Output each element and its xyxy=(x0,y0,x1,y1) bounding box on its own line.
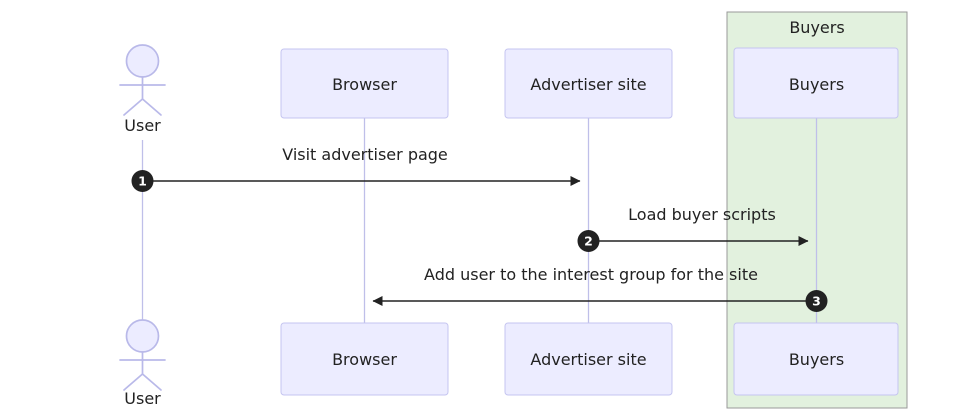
sequence-number: 1 xyxy=(138,174,147,189)
message-3: Add user to the interest group for the s… xyxy=(372,265,828,312)
message-label: Visit advertiser page xyxy=(282,145,448,164)
participant-browser-top: Browser xyxy=(280,48,449,119)
participant-buyers-bottom: Buyers xyxy=(733,322,899,396)
participant-advertiser-bottom: Advertiser site xyxy=(504,322,673,396)
message-label: Load buyer scripts xyxy=(628,205,776,224)
user-label-bottom: User xyxy=(124,389,161,408)
buyers-group-label: Buyers xyxy=(789,18,844,37)
user-actor-top: User xyxy=(119,44,166,135)
sequence-number: 2 xyxy=(584,234,593,249)
user-label-top: User xyxy=(124,116,161,135)
participant-buyers-top: Buyers xyxy=(733,47,899,119)
actor-icon xyxy=(119,44,166,116)
sequence-number-badge xyxy=(577,230,600,252)
message-2: Load buyer scripts 2 xyxy=(577,205,809,252)
sequence-number: 3 xyxy=(812,294,821,309)
sequence-number-badge xyxy=(805,290,828,312)
message-1: Visit advertiser page 1 xyxy=(131,145,581,192)
participant-label: Browser xyxy=(332,350,397,369)
user-actor-bottom: User xyxy=(119,319,166,408)
participant-advertiser-top: Advertiser site xyxy=(504,48,673,119)
message-label: Add user to the interest group for the s… xyxy=(424,265,758,284)
actor-icon xyxy=(119,319,166,391)
participant-label: Advertiser site xyxy=(530,75,646,94)
sequence-number-badge xyxy=(131,170,154,192)
participant-browser-bottom: Browser xyxy=(280,322,449,396)
participant-label: Buyers xyxy=(789,75,844,94)
participant-label: Browser xyxy=(332,75,397,94)
participant-label: Advertiser site xyxy=(530,350,646,369)
participant-label: Buyers xyxy=(789,350,844,369)
